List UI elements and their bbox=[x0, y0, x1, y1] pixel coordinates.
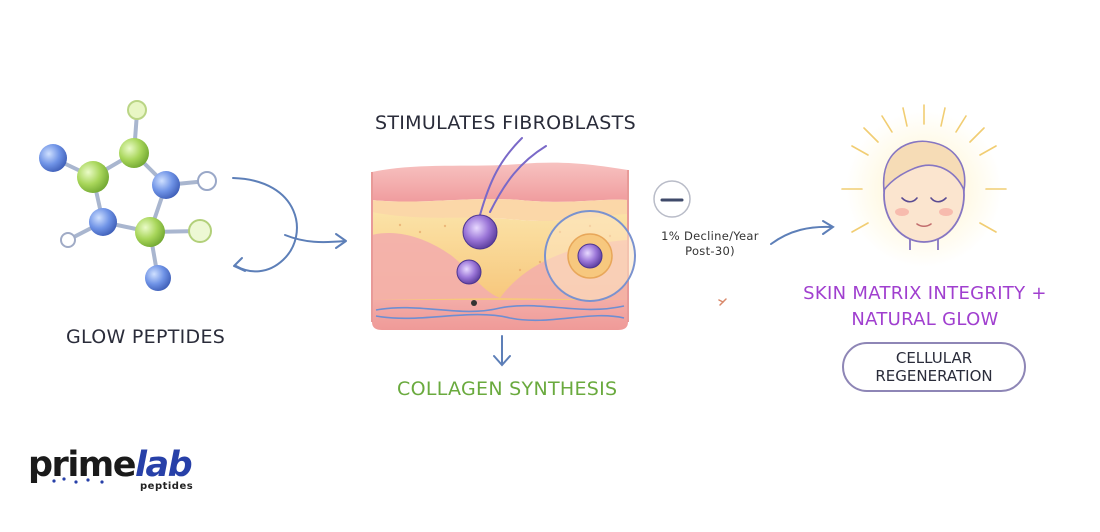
collagen-synthesis-label: COLLAGEN SYNTHESIS bbox=[397, 378, 618, 400]
cellular-regeneration-pill: CELLULAR REGENERATION bbox=[842, 342, 1026, 392]
down-arrow-icon bbox=[493, 335, 511, 367]
decline-label: 1% Decline/Year Post-30) bbox=[661, 229, 759, 258]
logo-lab: lab bbox=[135, 445, 193, 485]
minus-circle-icon bbox=[653, 180, 691, 218]
skin-matrix-integrity-label: SKIN MATRIX INTEGRITY + NATURAL GLOW bbox=[803, 283, 1047, 330]
logo-wordmark: primelab bbox=[28, 445, 193, 485]
curved-arrow-icon bbox=[232, 177, 347, 273]
glowing-face-icon bbox=[841, 104, 1007, 267]
skin-cross-section-icon bbox=[371, 137, 636, 330]
logo-dots-icon bbox=[52, 477, 104, 484]
peptide-molecule-icon bbox=[39, 100, 217, 291]
primelab-logo: primelab peptides bbox=[28, 446, 203, 494]
logo-peptides: peptides bbox=[140, 481, 194, 492]
stimulates-fibroblasts-label: STIMULATES FIBROBLASTS bbox=[375, 112, 636, 134]
glow-peptides-label: GLOW PEPTIDES bbox=[66, 326, 226, 348]
sparkle-icon bbox=[718, 298, 727, 306]
cellular-regeneration-label: CELLULAR REGENERATION bbox=[875, 349, 993, 385]
logo-prime: prime bbox=[28, 445, 137, 485]
right-arrow-icon bbox=[770, 220, 835, 245]
